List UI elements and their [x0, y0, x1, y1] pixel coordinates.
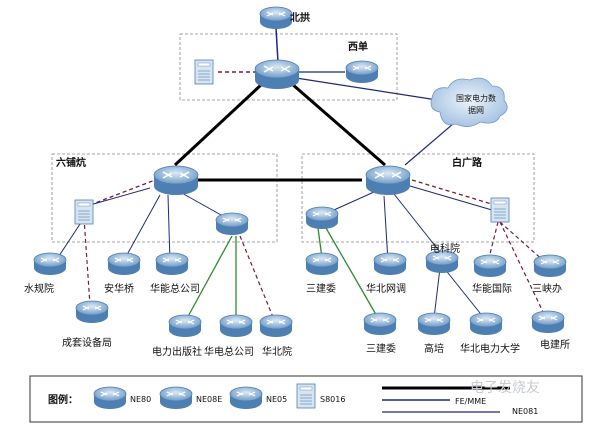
legend-ne08e-icon: [159, 386, 193, 410]
node-label-gaopei: 高培: [424, 342, 444, 355]
legend-item-ne80: NE80: [130, 395, 151, 404]
router-icon-huadianzong-mid: [219, 314, 253, 338]
router-icon-huabeiwangtiao: [373, 252, 407, 276]
legend-line-label-2: NE081: [512, 407, 538, 416]
legend-item-ne08e: NE08E: [196, 395, 222, 404]
connections: [54, 27, 546, 323]
node-label-huadianzong-left: 华能总公司: [150, 282, 200, 295]
cloud-label-line1: 国家电力数: [456, 93, 496, 103]
router-icon-sanjianwei1: [305, 252, 339, 276]
node-label-anhuaqiao: 安华桥: [104, 282, 134, 295]
router-icon-huabeidianlidaxue: [469, 312, 503, 336]
node-label-shuiliyuan: 水规院: [24, 282, 54, 295]
router-icon-dianlichubanshe: [168, 314, 202, 338]
node-label-sanjianwei1: 三建委: [306, 282, 336, 295]
node-label-huanengguoji: 华能国际: [472, 282, 512, 295]
legend-item-ne05: NE05: [266, 395, 287, 404]
legend: 图例： NE80 NE08E NE05 S8016 FE/MME NE081: [29, 375, 583, 423]
xidan-core-router-icon: [254, 59, 300, 90]
router-icon-shuiliyuan: [33, 252, 67, 276]
state-power-data-network-cloud: 国家电力数 据网: [430, 77, 508, 127]
node-label-chengtao: 成套设备局: [62, 336, 112, 349]
legend-title: 图例：: [48, 393, 78, 406]
site-label-baiguanglu: 白广路: [452, 156, 483, 169]
router-icon-dianjiansuo: [531, 310, 565, 334]
watermark: 电子发烧友: [470, 380, 540, 396]
node-label-dianke: 电科院: [430, 242, 460, 255]
router-icon-anhuaqiao: [107, 252, 141, 276]
xidan-edge-router-icon: [345, 60, 379, 84]
router-icon-huanengguoji: [473, 254, 507, 278]
router-icon-huadianzong-left: [155, 252, 189, 276]
legend-item-s8016: S8016: [320, 395, 345, 404]
baiguanglu-core-router-icon: [365, 165, 411, 196]
legend-ne80-icon: [93, 386, 127, 410]
cloud-label-line2: 据网: [468, 105, 484, 115]
xidan-switch-icon: [194, 59, 214, 85]
node-label-huabeiwangtiao: 华北网调: [366, 282, 406, 295]
legend-line-label: FE/MME: [455, 397, 486, 406]
router-icon-gaopei: [417, 312, 451, 336]
legend-ne05-icon: [229, 386, 263, 410]
baiguanglu-switch-icon: [490, 197, 510, 223]
liupukang-site-box: [51, 153, 278, 243]
router-icon-chengtao: [75, 300, 109, 324]
node-label-huabeidianlidaxue: 华北电力大学: [460, 342, 520, 355]
baiguanglu-mid-router-icon: [305, 206, 339, 230]
site-label-top: 北拱: [290, 11, 310, 24]
liupukang-switch-icon: [74, 199, 94, 225]
node-label-dianjiansuo: 电建所: [540, 338, 570, 351]
site-label-xidan: 西单: [348, 40, 368, 53]
node-label-huabeiyuan: 华北院: [262, 345, 292, 358]
router-icon-sanxiaban: [533, 254, 567, 278]
xidan-site-box: [179, 33, 398, 101]
liupukang-mid-router-icon: [215, 212, 249, 236]
router-icon-huabeiyuan: [259, 314, 293, 338]
beigong-router-icon: [259, 6, 293, 30]
router-icon-sanjianwei2: [363, 312, 397, 336]
site-label-liupukang: 六铺炕: [56, 156, 86, 169]
liupukang-core-router-icon: [153, 165, 199, 196]
node-label-dianlichubanshe: 电力出版社: [152, 345, 202, 358]
node-label-sanjianwei2: 三建委: [366, 342, 396, 355]
legend-s8016-icon: [296, 383, 316, 409]
node-label-sanxiaban: 三峡办: [532, 282, 562, 295]
node-label-huadianzong-mid: 华电总公司: [204, 345, 254, 358]
